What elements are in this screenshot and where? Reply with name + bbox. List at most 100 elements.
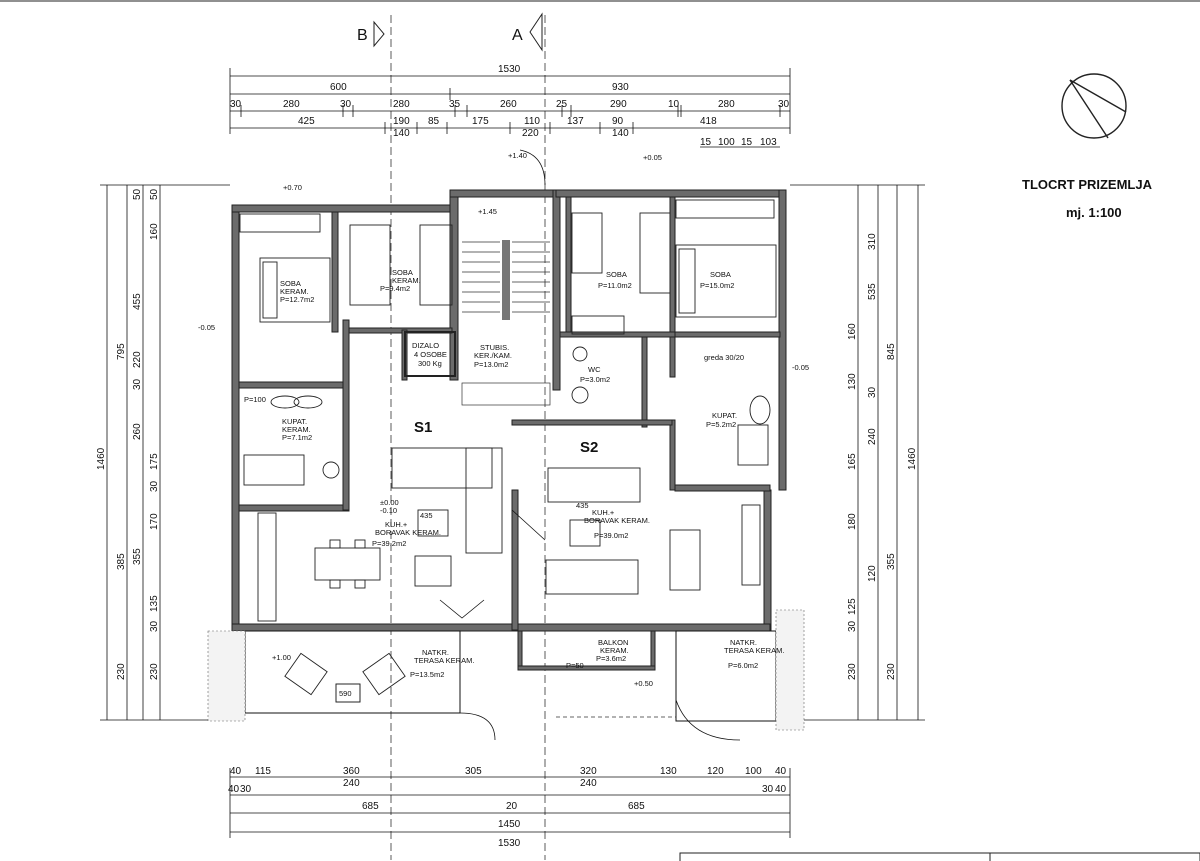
section-marker-b: B	[357, 15, 392, 860]
room-9-name: WC	[588, 365, 601, 374]
dl-4: 220	[132, 351, 143, 368]
dl-5: 30	[132, 378, 143, 390]
dim-row-4: 425 190 85 175 110 137 90 418 140 220 14…	[298, 116, 717, 139]
section-label-b: B	[357, 27, 368, 44]
dim-total-top: 1530	[498, 64, 521, 75]
db1-5: 130	[660, 766, 677, 777]
unit-label-s2: S2	[580, 439, 598, 456]
dl-13: 230	[149, 663, 160, 680]
room-1-area: P=9.4m2	[380, 284, 410, 293]
dim-r3-9: 280	[718, 99, 735, 110]
dim-r3-3: 280	[393, 99, 410, 110]
level-6: +0.50	[634, 679, 653, 688]
dl-11: 135	[149, 595, 160, 612]
db1-0: 40	[230, 766, 242, 777]
level-0: +0.70	[283, 183, 302, 192]
terrace-dim-590: 590	[339, 689, 352, 698]
room-10-area: P=5.2m2	[706, 420, 736, 429]
dim-r4-4: 110	[524, 116, 540, 127]
dim-r3-0: 30	[230, 99, 242, 110]
title-block	[679, 852, 1200, 861]
dl-2: 160	[149, 223, 160, 240]
level-5: -0.10	[380, 506, 397, 515]
dim-r4-0: 425	[298, 116, 315, 127]
room-10-name: KUPAT.	[712, 411, 737, 420]
section-label-a: A	[512, 27, 523, 44]
drain-label: P=50	[566, 661, 584, 670]
room-9-area: P=3.0m2	[580, 375, 610, 384]
drain-label-left: P=100	[244, 395, 266, 404]
staircase	[461, 240, 551, 406]
dim-r3-2: 30	[340, 99, 352, 110]
dim-r4-1: 190	[393, 116, 410, 127]
room-7-area: P=11.0m2	[598, 281, 632, 290]
room-1-name: SOBA	[392, 268, 413, 277]
dim-left-inner: 50 50 160 455 220 30 260 175 30 170 355 …	[132, 188, 160, 680]
room-3-area: P=39.2m2	[372, 539, 406, 548]
dim-left-outer: 1460	[96, 447, 107, 470]
room-6-area: 300 Kg	[418, 359, 442, 368]
beam-label: greda 30/20	[704, 353, 744, 362]
building-walls	[231, 189, 787, 671]
level-4: ±0.00	[380, 498, 399, 507]
room-2-area: P=7.1m2	[282, 433, 312, 442]
dim-right-230: 230	[886, 663, 897, 680]
dr-5: 240	[867, 428, 878, 445]
dr-2: 160	[847, 323, 858, 340]
dl-12: 30	[149, 620, 160, 632]
db1b-1: 240	[580, 778, 597, 789]
dr-11: 230	[847, 663, 858, 680]
dim-s-2: 15	[741, 137, 753, 148]
dim-right-845: 845	[886, 343, 897, 360]
room-3-floor: BORAVAK KERAM.	[375, 528, 441, 537]
left-dimensions: 1460 795 385 230 50 50 160 455 220 30 26…	[96, 184, 230, 721]
dim-r4-3: 175	[472, 116, 489, 127]
dl-0: 50	[132, 188, 143, 200]
dim-r3-7: 290	[610, 99, 627, 110]
dim-left-385: 385	[116, 553, 127, 570]
db1-2: 360	[343, 766, 360, 777]
plan-scale: mj. 1:100	[1066, 205, 1122, 220]
db3-0: 1450	[498, 819, 521, 830]
dim-s-3: 103	[760, 137, 777, 148]
level-marks: +0.70 +1.40 +0.05 -0.05 ±0.00 -0.10 +0.5…	[198, 151, 809, 688]
unit-label-s1: S1	[414, 419, 432, 436]
dr-6: 165	[847, 453, 858, 470]
dim-s-1: 100	[718, 137, 735, 148]
db2-6: 40	[775, 784, 787, 795]
room-2-name: KUPAT.	[282, 417, 307, 426]
db1-7: 100	[745, 766, 762, 777]
db2-2: 685	[362, 801, 379, 812]
dim-r4b-0: 140	[393, 128, 410, 139]
room-13-area: P=6.0m2	[728, 661, 758, 670]
dl-3: 455	[132, 293, 143, 310]
dr-1: 535	[867, 283, 878, 300]
level-7: +1.00	[272, 653, 291, 662]
room-4-area: P=13.5m2	[410, 670, 444, 679]
dl-10: 355	[132, 548, 143, 565]
room-12-floor: KERAM.	[600, 646, 629, 655]
level-1: +1.40	[508, 151, 527, 160]
dim-right-outer: 1460	[907, 447, 918, 470]
room-12-name: BALKON	[598, 638, 628, 647]
room-1-floor: KERAM.	[392, 276, 421, 285]
room-11-name: KUH.+	[592, 508, 615, 517]
db2-0: 40	[228, 784, 240, 795]
dim-r3-1: 280	[283, 99, 300, 110]
room-13-floor: TERASA KERAM.	[724, 646, 784, 655]
room-11-floor: BORAVAK KERAM.	[584, 516, 650, 525]
room-12-area: P=3.6m2	[596, 654, 626, 663]
room-7-name: SOBA	[606, 270, 627, 279]
north-arrow-icon	[1061, 73, 1127, 139]
dr-8: 120	[867, 565, 878, 582]
db1-3: 305	[465, 766, 482, 777]
dim-row-3: 30 280 30 280 35 260 25 290 10 280 30	[230, 99, 790, 110]
room-5-name: STUBIS.	[480, 343, 509, 352]
db2-5: 30	[762, 784, 774, 795]
terraces	[207, 609, 805, 741]
dim-r4b-1: 220	[522, 128, 539, 139]
dim-r4-7: 418	[700, 116, 717, 127]
db2-3: 20	[506, 801, 518, 812]
dim-r3-8: 10	[668, 99, 680, 110]
